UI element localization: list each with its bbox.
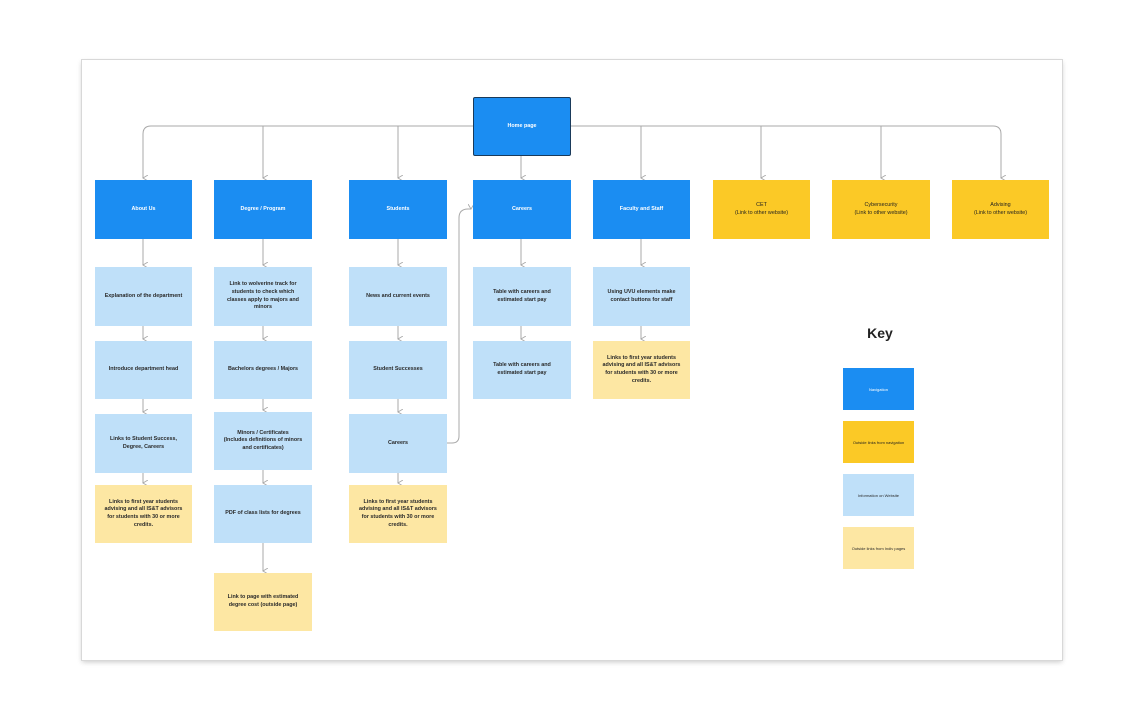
about-us-node: About Us [95, 180, 192, 239]
careers-node: Careers [473, 180, 571, 239]
degree-cost-link-node: Link to page with estimated degree cost … [214, 573, 312, 631]
degree-class-lists-node: PDF of class lists for degrees [214, 485, 312, 543]
degree-bachelors-node: Bachelors degrees / Majors [214, 341, 312, 399]
about-advising-links-node: Links to first year students advising an… [95, 485, 192, 543]
degree-program-node: Degree / Program [214, 180, 312, 239]
faculty-advising-links-node: Links to first year students advising an… [593, 341, 690, 399]
students-advising-links-node: Links to first year students advising an… [349, 485, 447, 543]
students-news-node: News and current events [349, 267, 447, 326]
students-successes-node: Student Successes [349, 341, 447, 399]
careers-table-node-2: Table with careers and estimated start p… [473, 341, 571, 399]
faculty-staff-node: Faculty and Staff [593, 180, 690, 239]
faculty-contact-buttons-node: Using UVU elements make contact buttons … [593, 267, 690, 326]
about-links-node: Links to Student Success, Degree, Career… [95, 414, 192, 473]
key-navigation: Navigation [843, 368, 914, 410]
home-page-node: Home page [473, 97, 571, 156]
degree-wolverine-track-node: Link to wolverine track for students to … [214, 267, 312, 326]
cybersecurity-link-node: Cybersecurity (Link to other website) [832, 180, 930, 239]
cet-link-node: CET (Link to other website) [713, 180, 810, 239]
advising-link-node: Advising (Link to other website) [952, 180, 1049, 239]
degree-minors-node: Minors / Certificates (Includes definiti… [214, 412, 312, 470]
key-information-on-website: Information on Website [843, 474, 914, 516]
key-outside-links-navigation: Outside links from navigation [843, 421, 914, 463]
about-explanation-node: Explanation of the department [95, 267, 192, 326]
key-outside-links-pages: Outside links from Indiv pages [843, 527, 914, 569]
about-department-head-node: Introduce department head [95, 341, 192, 399]
key-title: Key [867, 325, 893, 341]
students-careers-node: Careers [349, 414, 447, 473]
careers-table-node: Table with careers and estimated start p… [473, 267, 571, 326]
students-node: Students [349, 180, 447, 239]
